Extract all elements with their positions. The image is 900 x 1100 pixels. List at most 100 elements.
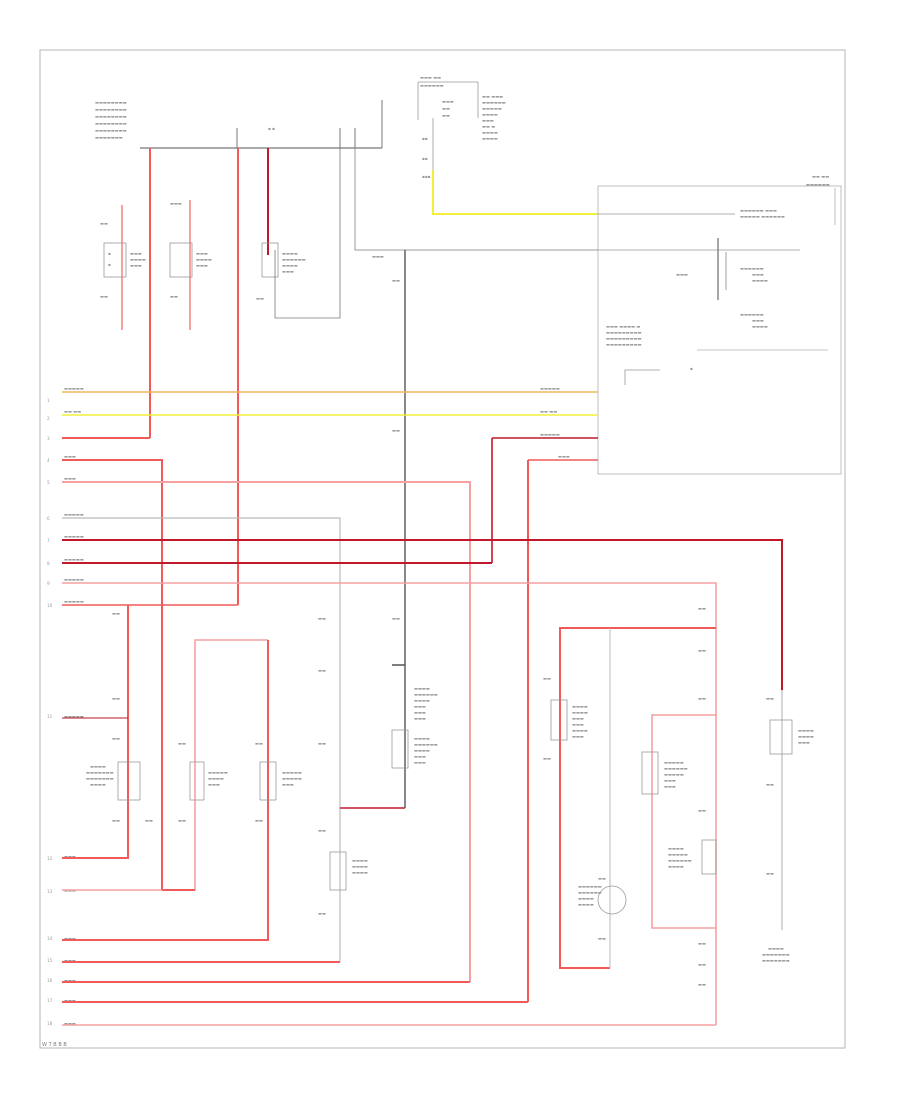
svg-text:▬▬▬: ▬▬▬ (414, 716, 426, 721)
svg-text:▬▬▬▬: ▬▬▬▬ (414, 736, 430, 741)
left-wire-labels: ▬▬▬▬▬ ▬▬ ▬▬ ▬▬▬ ▬▬▬ ▬▬▬▬▬ ▬▬▬▬▬ ▬▬▬▬▬ ▬▬… (64, 386, 570, 1026)
svg-text:▬▬▬▬▬▬: ▬▬▬▬▬▬ (740, 312, 764, 317)
svg-text:▬▬: ▬▬ (112, 818, 120, 823)
svg-text:▬▬▬▬▬▬▬: ▬▬▬▬▬▬▬ (762, 952, 790, 957)
svg-text:▬▬: ▬▬ (318, 668, 326, 673)
svg-text:▬▬▬▬▬: ▬▬▬▬▬ (64, 386, 84, 391)
svg-text:▬▬: ▬▬ (766, 782, 774, 787)
switch-bottom-left-2: ▬▬▬▬▬▬▬▬▬▬▬▬ ▬▬▬▬ (62, 639, 268, 891)
svg-text:▬▬▬▬: ▬▬▬▬ (414, 686, 430, 691)
svg-text:▬▬▬▬▬▬▬: ▬▬▬▬▬▬▬ (762, 958, 790, 963)
svg-text:▬▬▬: ▬▬▬ (442, 99, 454, 104)
gray-wire-6 (62, 517, 341, 808)
svg-text:▬▬▬▬▬: ▬▬▬▬▬ (540, 386, 560, 391)
svg-text:▬▬▬: ▬▬▬ (170, 201, 182, 206)
svg-text:▬▬▬: ▬▬▬ (798, 740, 810, 745)
svg-text:▬▬: ▬▬ (318, 911, 326, 916)
svg-text:▬▬: ▬▬ (170, 294, 178, 299)
svg-text:▬▬: ▬▬ (318, 741, 326, 746)
svg-text:▬▬▬▬▬▬▬: ▬▬▬▬▬▬▬ (86, 776, 114, 781)
relay-left-2: ▬▬▬▬▬▬▬▬▬▬ ▬▬▬▬▬ (169, 200, 212, 330)
svg-text:▬▬▬▬▬ ▬▬▬▬▬▬: ▬▬▬▬▬ ▬▬▬▬▬▬ (740, 214, 785, 219)
svg-text:▬▬▬▬▬: ▬▬▬▬▬ (282, 776, 302, 781)
svg-text:▬▬ ▬▬: ▬▬ ▬▬ (540, 409, 557, 414)
svg-text:▬▬: ▬▬ (112, 611, 120, 616)
svg-text:▬▬▬: ▬▬▬ (414, 710, 426, 715)
svg-text:▬▬▬▬: ▬▬▬▬ (768, 946, 784, 951)
left-pin-number: 4 (47, 458, 50, 463)
svg-text:▬▬ ▬▬▬: ▬▬ ▬▬▬ (482, 94, 503, 99)
relay-left-3: ▬▬▬▬▬▬▬▬▬▬▬▬▬▬▬▬▬ ▬▬ (256, 148, 341, 319)
svg-text:▪: ▪ (108, 251, 111, 256)
svg-text:▬▬▬▬: ▬▬▬▬ (668, 864, 684, 869)
svg-text:▬▬▬▬: ▬▬▬▬ (572, 710, 588, 715)
svg-text:▬▬: ▬▬ (100, 294, 108, 299)
svg-text:▬▬: ▬▬ (392, 278, 400, 283)
svg-text:▬▬: ▬▬ (543, 756, 551, 761)
svg-text:▬▬▬: ▬▬▬ (572, 734, 584, 739)
svg-text:▬▬: ▬▬ (698, 982, 706, 987)
svg-text:▬▬▬▬: ▬▬▬▬ (482, 130, 498, 135)
svg-text:▬▬: ▬▬ (255, 741, 263, 746)
left-pin-number: 18 (47, 1021, 53, 1026)
svg-text:▬▬▬▬: ▬▬▬▬ (572, 704, 588, 709)
svg-text:▬▬▬: ▬▬▬ (664, 784, 676, 789)
svg-text:▬▬▬▬▬: ▬▬▬▬▬ (282, 770, 302, 775)
svg-text:▬▬▬▬▬▬: ▬▬▬▬▬▬ (668, 858, 692, 863)
svg-text:▪▪▪: ▪▪▪ (422, 174, 431, 179)
svg-text:▬▬▬▬▬: ▬▬▬▬▬ (540, 432, 560, 437)
svg-text:▬▬▬: ▬▬▬ (572, 722, 584, 727)
svg-text:▬▬▬▬: ▬▬▬▬ (798, 734, 814, 739)
black-wire-main (354, 148, 598, 251)
svg-text:▬▬▬▬▬: ▬▬▬▬▬ (668, 852, 688, 857)
svg-text:▬▬▬▬▬: ▬▬▬▬▬ (64, 512, 84, 517)
svg-text:▬▬▬: ▬▬▬ (572, 716, 584, 721)
svg-text:▬▬▬▬▬▬: ▬▬▬▬▬▬ (664, 766, 688, 771)
svg-text:▬▬▬▬▬: ▬▬▬▬▬ (64, 599, 84, 604)
svg-text:▬▬▬▬: ▬▬▬▬ (130, 257, 146, 262)
left-pin-number: 3 (47, 436, 50, 441)
svg-text:▬▬▬▬: ▬▬▬▬ (352, 864, 368, 869)
svg-text:▬▬: ▬▬ (698, 606, 706, 611)
svg-text:▪▪: ▪▪ (422, 136, 428, 141)
svg-text:▬▬▬▬▬▬▬: ▬▬▬▬▬▬▬ (86, 770, 114, 775)
svg-text:▬▬▬▬▬▬: ▬▬▬▬▬▬ (806, 182, 830, 187)
svg-text:▬▬▬: ▬▬▬ (64, 998, 76, 1003)
svg-text:▬▬▬: ▬▬▬ (676, 272, 688, 277)
svg-text:▬▬▬▬▬▬: ▬▬▬▬▬▬ (414, 742, 438, 747)
svg-text:▬▬▬: ▬▬▬ (208, 782, 220, 787)
svg-text:▬▬: ▬▬ (766, 871, 774, 876)
left-pin-number: 13 (47, 889, 53, 894)
svg-text:▬▬▬: ▬▬▬ (64, 454, 76, 459)
diagram-frame (39, 49, 846, 1049)
ignition-fuse-block: ▬▬▬ ▬▬ ▬▬▬▬▬▬ ▬▬▬ ▬▬ ▬▬ ▬▬ ▬▬▬ ▬▬▬▬▬▬ ▬▬… (417, 75, 506, 179)
svg-text:▬▬▬: ▬▬▬ (752, 318, 764, 323)
svg-text:▬▬: ▬▬ (256, 296, 264, 301)
svg-text:▬▬▬: ▬▬▬ (196, 263, 208, 268)
svg-text:▬▬▬: ▬▬▬ (414, 754, 426, 759)
svg-text:▬▬▬▬▬▬: ▬▬▬▬▬▬ (482, 100, 506, 105)
svg-text:▬▬▬: ▬▬▬ (282, 782, 294, 787)
svg-text:▬▬▬: ▬▬▬ (64, 936, 76, 941)
svg-text:▬▬: ▬▬ (178, 741, 186, 746)
svg-text:▬▬: ▬▬ (255, 818, 263, 823)
svg-text:▬▬▬▬▬▬▬▬: ▬▬▬▬▬▬▬▬ (95, 114, 127, 119)
sensor-center-bottom: ▬▬▬▬▬▬▬▬▬▬▬▬ ▬▬▬▬▬▬▬▬▬▬ (62, 616, 405, 963)
svg-text:▬▬▬▬: ▬▬▬▬ (578, 902, 594, 907)
red-wire-5 (62, 481, 471, 982)
svg-text:▬▬▬▬▬▬: ▬▬▬▬▬▬ (420, 83, 444, 88)
svg-text:▬▬▬: ▬▬▬ (558, 454, 570, 459)
svg-text:▬▬: ▬▬ (392, 616, 400, 621)
svg-text:▬▬▬: ▬▬▬ (482, 118, 494, 123)
svg-text:▬▬▬▬▬▬▬▬▬: ▬▬▬▬▬▬▬▬▬ (606, 342, 642, 347)
svg-text:▬▬▬▬: ▬▬▬▬ (90, 782, 106, 787)
svg-text:▬▬ ▬▬: ▬▬ ▬▬ (812, 174, 829, 179)
relay-left-1: ▪▪ ▬▬▬▬▬▬▬▬▬▬ ▬▬▬▬ (100, 205, 146, 330)
svg-text:▬▬▬▬▬▬: ▬▬▬▬▬▬ (578, 884, 602, 889)
svg-text:▬▬: ▬▬ (698, 696, 706, 701)
switch-bottom-left-3: ▬▬▬▬▬▬▬▬▬▬▬▬▬ ▬▬▬▬ (62, 640, 302, 941)
svg-text:▬▬▬▬: ▬▬▬▬ (352, 858, 368, 863)
svg-text:▬▬▬: ▬▬▬ (64, 958, 76, 963)
left-pin-number: 7 (47, 538, 50, 543)
